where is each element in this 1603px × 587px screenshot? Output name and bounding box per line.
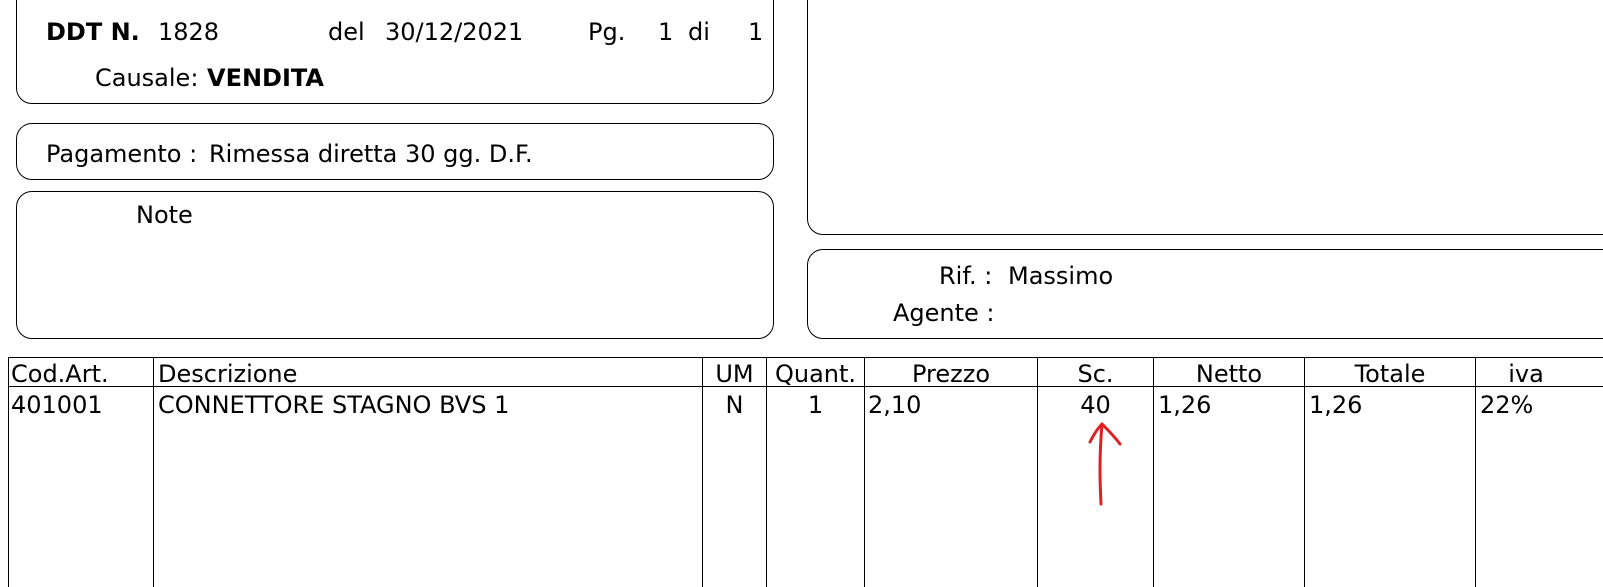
column-header-description: Descrizione bbox=[158, 360, 298, 388]
column-divider bbox=[1153, 357, 1154, 587]
column-header-price: Prezzo bbox=[911, 360, 991, 388]
ddt-number: 1828 bbox=[158, 18, 220, 46]
column-divider bbox=[1304, 357, 1305, 587]
items-table bbox=[8, 357, 1603, 587]
page-label: Pg. bbox=[588, 18, 626, 46]
row-total: 1,26 bbox=[1309, 391, 1363, 419]
column-header-qty: Quant. bbox=[774, 360, 857, 388]
column-divider bbox=[1037, 357, 1038, 587]
payment-box bbox=[16, 123, 774, 180]
table-header-divider bbox=[8, 386, 1603, 387]
column-header-vat: iva bbox=[1508, 360, 1544, 388]
page-current: 1 bbox=[658, 18, 674, 46]
causale-label: Causale: bbox=[95, 64, 199, 92]
row-qty: 1 bbox=[807, 391, 824, 419]
recipient-box bbox=[807, 0, 1603, 235]
column-divider bbox=[702, 357, 703, 587]
arrow-shaft bbox=[1098, 422, 1104, 506]
document-header-box bbox=[16, 0, 774, 104]
row-vat: 22% bbox=[1480, 391, 1534, 419]
row-discount: 40 bbox=[1080, 391, 1111, 419]
column-header-discount: Sc. bbox=[1077, 360, 1114, 388]
column-header-um: UM bbox=[715, 360, 754, 388]
row-net: 1,26 bbox=[1158, 391, 1212, 419]
del-label: del bbox=[328, 18, 365, 46]
column-divider bbox=[864, 357, 865, 587]
notes-box bbox=[16, 191, 774, 339]
payment-value: Rimessa diretta 30 gg. D.F. bbox=[209, 140, 533, 168]
column-header-net: Netto bbox=[1195, 360, 1263, 388]
rif-label: Rif. : bbox=[939, 262, 993, 290]
payment-label: Pagamento : bbox=[46, 140, 198, 168]
row-um: N bbox=[725, 391, 744, 419]
rif-value: Massimo bbox=[1008, 262, 1114, 290]
page-of-label: di bbox=[688, 18, 710, 46]
row-code: 401001 bbox=[11, 391, 103, 419]
reference-box bbox=[807, 249, 1603, 339]
column-divider bbox=[153, 357, 154, 587]
row-price: 2,10 bbox=[868, 391, 922, 419]
column-divider bbox=[1475, 357, 1476, 587]
column-header-code: Cod.Art. bbox=[11, 360, 109, 388]
page-total: 1 bbox=[748, 18, 764, 46]
ddt-label: DDT N. bbox=[46, 18, 140, 46]
arrow-head bbox=[1088, 422, 1122, 446]
column-header-total: Totale bbox=[1354, 360, 1426, 388]
causale-value: VENDITA bbox=[207, 64, 324, 92]
notes-label: Note bbox=[136, 201, 193, 229]
row-description: CONNETTORE STAGNO BVS 1 bbox=[158, 391, 510, 419]
column-divider bbox=[766, 357, 767, 587]
document-date: 30/12/2021 bbox=[385, 18, 524, 46]
agent-label: Agente : bbox=[893, 299, 995, 327]
red-arrow-annotation-icon bbox=[1088, 422, 1122, 506]
